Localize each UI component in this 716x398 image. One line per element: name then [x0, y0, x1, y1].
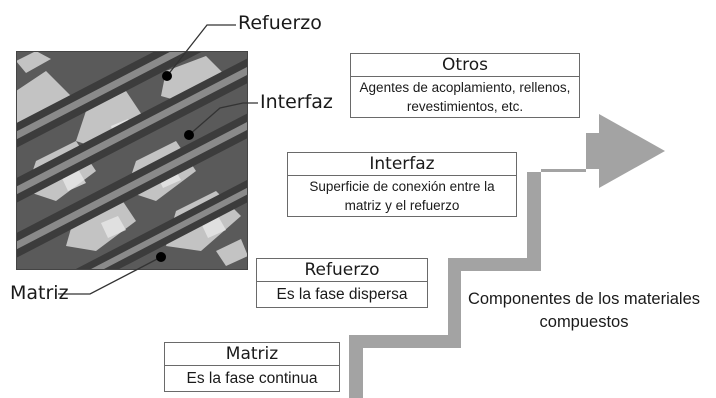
interfaz-pointer [188, 102, 258, 136]
step-box-interfaz: Interfaz Superficie de conexión entre la… [287, 152, 517, 217]
interfaz-dot [184, 130, 194, 140]
step-box-matriz: Matriz Es la fase continua [164, 342, 340, 392]
refuerzo-dot [162, 71, 172, 81]
step-box-otros: Otros Agentes de acoplamiento, rellenos,… [350, 53, 580, 118]
step-desc-otros: Agentes de acoplamiento, rellenos, reves… [359, 80, 571, 114]
matriz-dot [156, 252, 166, 262]
step-title-matriz: Matriz [165, 343, 339, 366]
step-title-refuerzo: Refuerzo [257, 259, 427, 282]
step-desc-matriz: Es la fase continua [186, 370, 318, 387]
matriz-label: Matriz [10, 282, 69, 304]
step-desc-interfaz: Superficie de conexión entre la matriz y… [309, 179, 495, 213]
matriz-pointer [58, 256, 162, 295]
step-desc-refuerzo: Es la fase dispersa [276, 286, 408, 303]
step-title-otros: Otros [351, 54, 579, 77]
refuerzo-label: Refuerzo [238, 12, 322, 34]
refuerzo-pointer [166, 24, 236, 77]
stair-arrow [349, 114, 665, 398]
step-box-refuerzo: Refuerzo Es la fase dispersa [256, 258, 428, 308]
composite-micrograph [16, 51, 248, 270]
diagram-caption: Componentes de los materiales compuestos [467, 290, 701, 331]
interfaz-label: Interfaz [260, 91, 333, 113]
step-title-interfaz: Interfaz [288, 153, 516, 176]
